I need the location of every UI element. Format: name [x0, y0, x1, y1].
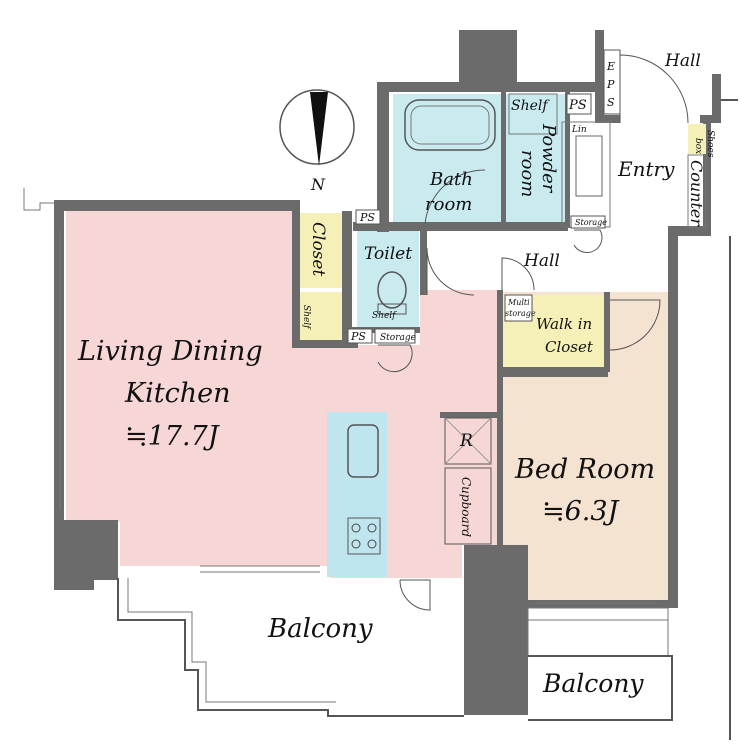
entry-label: Entry [617, 157, 675, 181]
balcony-small-label: Balcony [542, 669, 644, 698]
powder-label-2: room [517, 150, 538, 197]
hall-mid-label: Hall [523, 251, 560, 271]
cupboard-label: Cupboard [459, 477, 473, 537]
closet-shelf-area [300, 292, 342, 342]
eps-label-s: S [607, 96, 615, 109]
bath-label-1: Bath [429, 169, 473, 190]
powder-room-area [505, 94, 565, 224]
ldk-label-2: Kitchen [124, 378, 231, 409]
eps-label-p: P [606, 78, 615, 91]
walls [54, 30, 721, 715]
lin-label: Lin [571, 125, 587, 135]
storage-small-label: Storage [575, 218, 607, 227]
walkin-label-1: Walk in [536, 315, 592, 333]
cupboard [444, 467, 492, 545]
closet-door[interactable] [573, 229, 603, 254]
outlines [23, 99, 738, 740]
multi-label-2: storage [505, 309, 536, 318]
closet-label: Closet [308, 222, 328, 276]
shoes-label-1: Shoes [705, 130, 715, 158]
entry-door[interactable] [619, 54, 689, 124]
eps-label-e: E [606, 60, 615, 73]
shoes-label-2: box [693, 138, 703, 154]
ldk-area-label: ≒17.7J [125, 421, 221, 452]
multi-label-1: Multi [507, 298, 530, 307]
compass-label: N [310, 175, 326, 194]
closet-area [300, 213, 342, 288]
bedroom-door[interactable] [609, 299, 661, 351]
toilet-label: Toilet [364, 244, 412, 264]
balcony-door[interactable] [399, 579, 431, 611]
balcony-main-label: Balcony [267, 614, 373, 644]
ps-top-label: PS [568, 98, 587, 113]
refrigerator [444, 417, 492, 465]
hall-door[interactable] [501, 257, 535, 291]
hall-top-label: Hall [664, 51, 701, 71]
living-dining-kitchen-area [66, 211, 500, 578]
counter-label: Counter [687, 160, 706, 227]
doors[interactable] [377, 54, 689, 611]
stove [347, 517, 381, 555]
kitchen-sink [347, 424, 379, 478]
compass-needle-icon [310, 92, 328, 166]
room-fills [66, 94, 668, 603]
ps-bottom-label: PS [350, 330, 366, 343]
toilet-bowl [377, 271, 407, 309]
ps-mid-label: PS [359, 211, 375, 224]
labels: Hall E P S Shelf PS Lin Bath room Powder… [77, 51, 715, 698]
bedroom-area-label: ≒6.3J [542, 496, 621, 527]
toilet-door[interactable] [426, 247, 475, 296]
bathtub [404, 99, 496, 151]
shelf-label: Shelf [511, 98, 550, 114]
storage-toilet-label: Storage [380, 333, 416, 343]
shelf-vertical-label: Shelf [301, 305, 311, 330]
compass: N [279, 89, 355, 194]
ldk-label-1: Living Dining [77, 336, 263, 367]
refrigerator-label: R [459, 431, 473, 451]
shelf-small-label: Shelf [372, 311, 397, 321]
compass-circle [279, 89, 355, 165]
kitchen-counter-area [327, 412, 387, 577]
toilet-area [357, 231, 419, 327]
powder-label-1: Powder [538, 123, 559, 194]
bath-door[interactable] [424, 169, 486, 225]
walkin-label-2: Closet [545, 338, 594, 356]
bath-label-2: room [425, 194, 472, 215]
bedroom-label: Bed Room [514, 454, 655, 485]
fixtures [347, 49, 621, 555]
storage-door[interactable] [377, 344, 413, 373]
washbasin [575, 135, 603, 197]
